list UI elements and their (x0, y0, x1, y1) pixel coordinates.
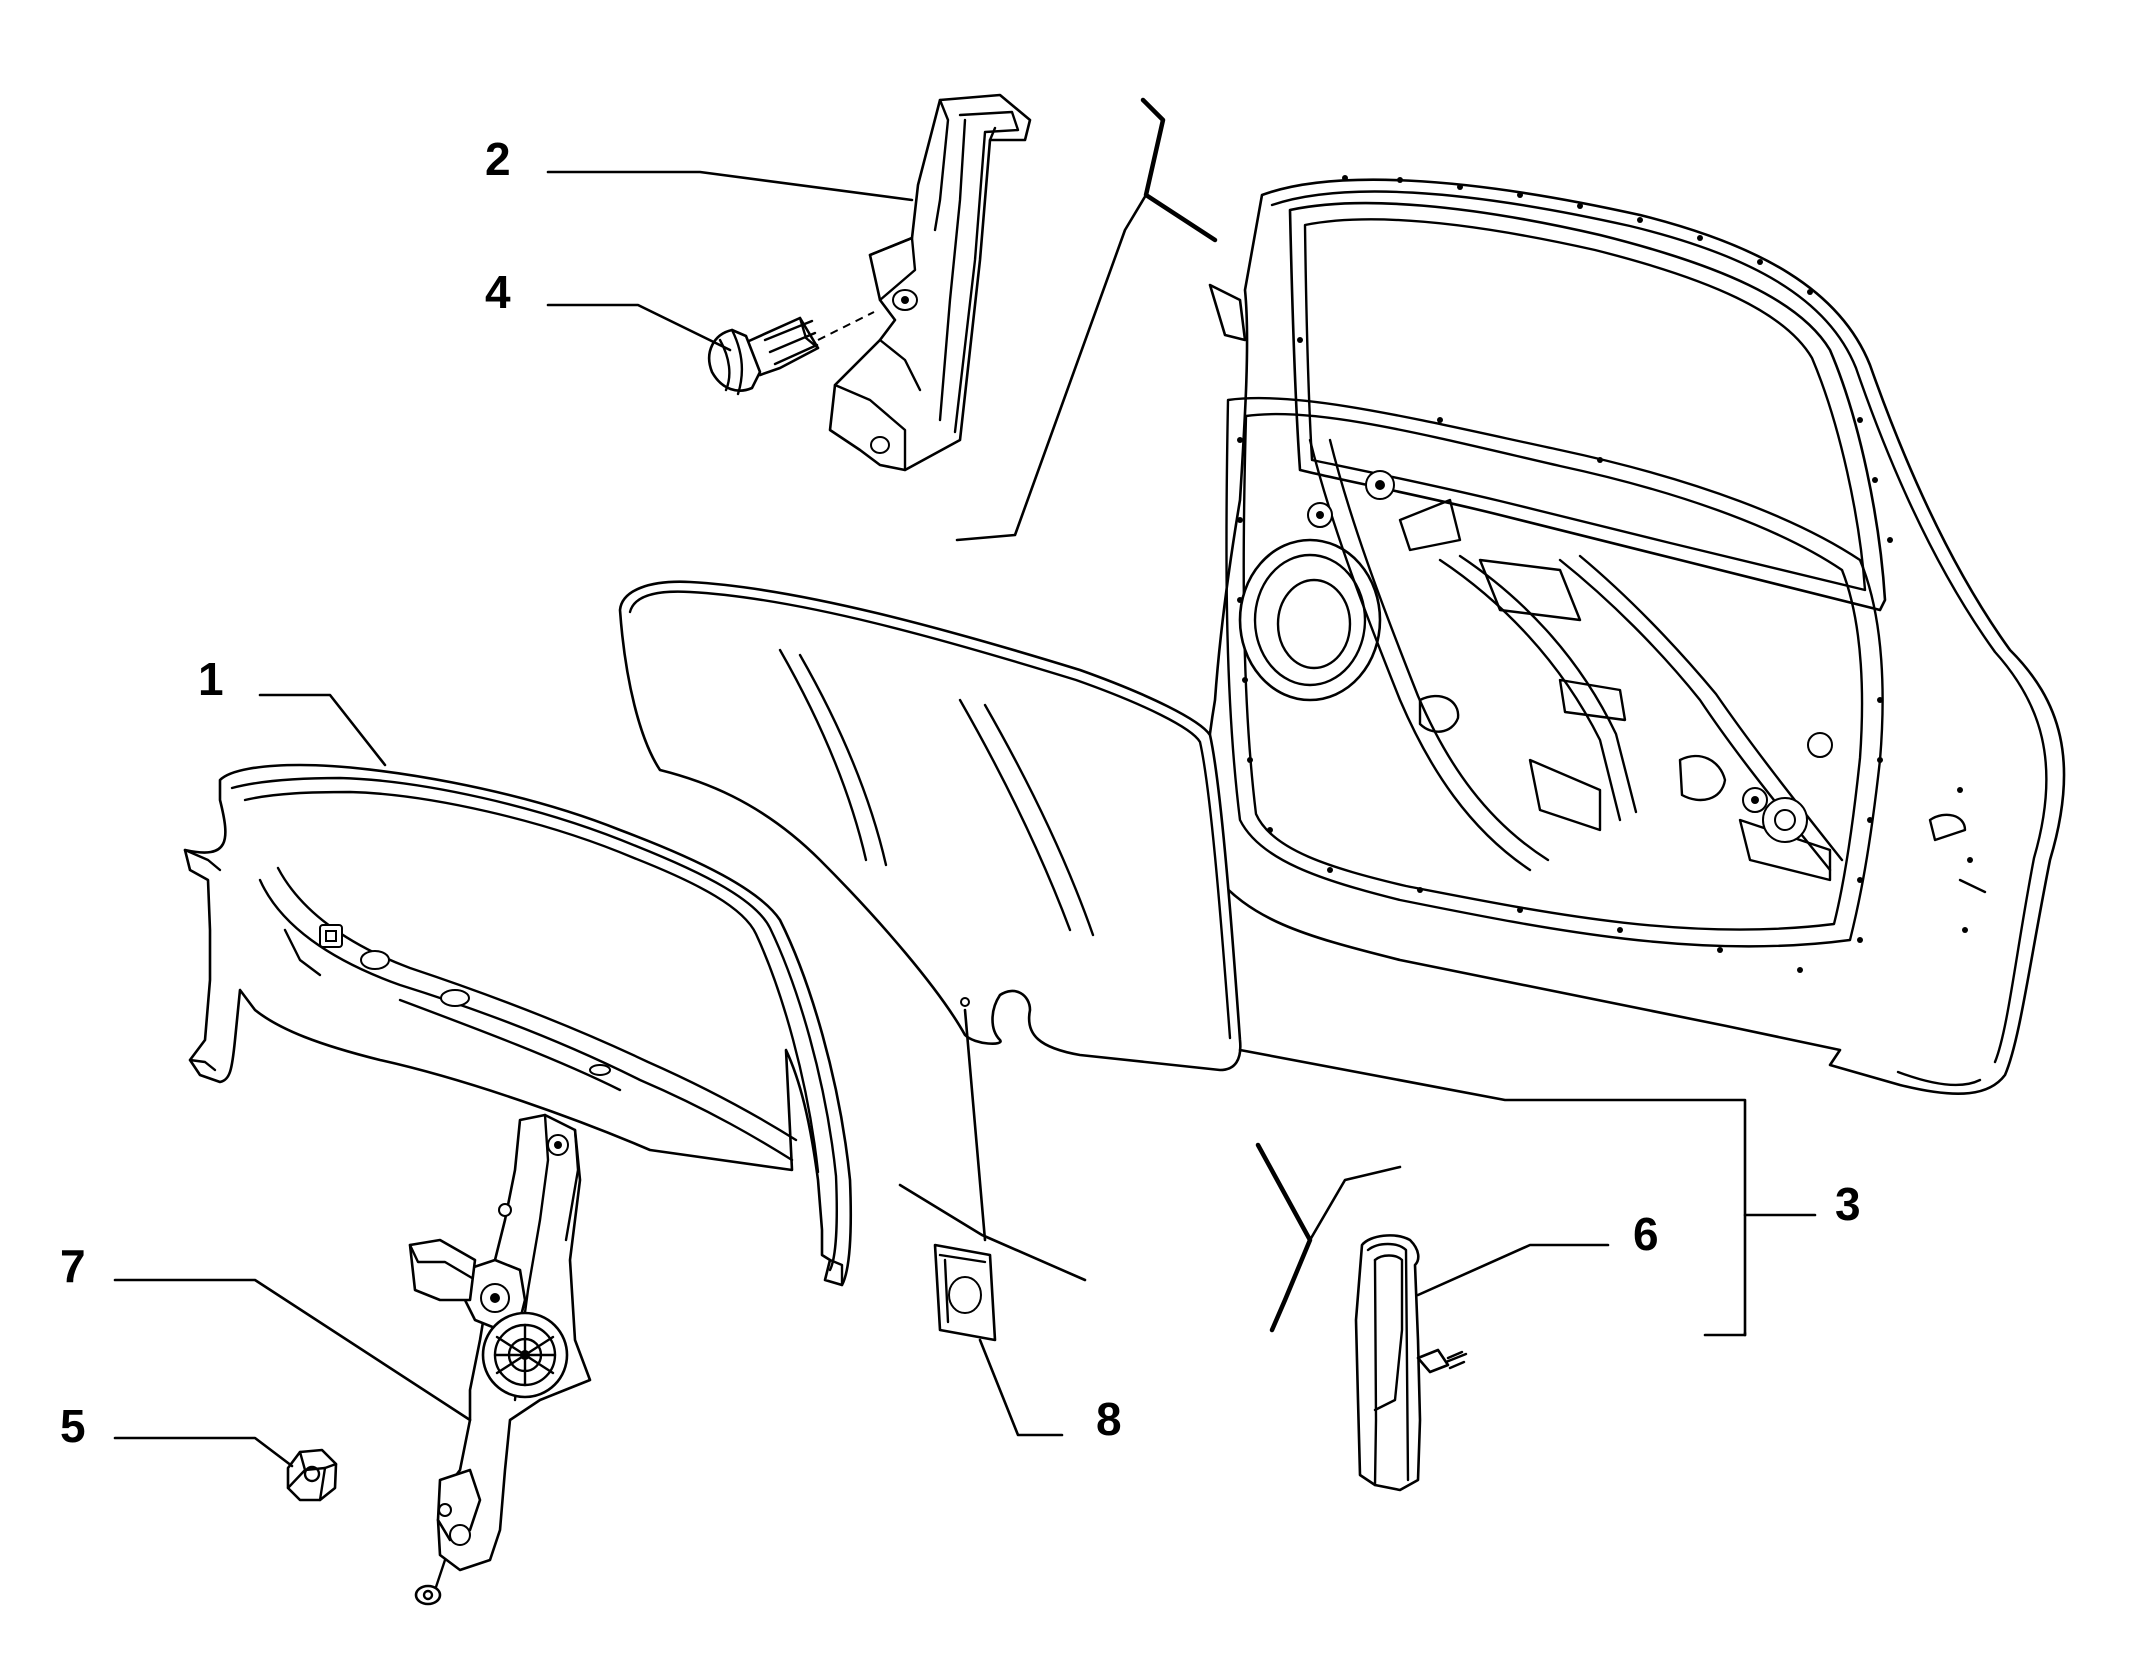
callout-5: 5 (60, 1400, 86, 1452)
callout-2: 2 (485, 133, 511, 185)
callout-8: 8 (1096, 1393, 1122, 1445)
callout-7: 7 (60, 1240, 86, 1292)
door-glass-pane-icon (618, 580, 1242, 1072)
front-channel-bracket-icon (828, 93, 1032, 472)
callout-3: 3 (1835, 1178, 1861, 1230)
door-inner-panel-icon (1203, 175, 2066, 1095)
leader-lines (113, 97, 1817, 1468)
rear-channel-guide-icon (1354, 1234, 1468, 1492)
callout-4: 4 (485, 266, 511, 318)
window-guide-frame-icon (183, 763, 853, 1287)
callout-6: 6 (1633, 1208, 1659, 1260)
callout-1: 1 (198, 653, 224, 705)
window-regulator-motor-icon (408, 1113, 592, 1606)
hex-nut-icon (286, 1448, 338, 1502)
glass-pad-icon (933, 1243, 997, 1342)
